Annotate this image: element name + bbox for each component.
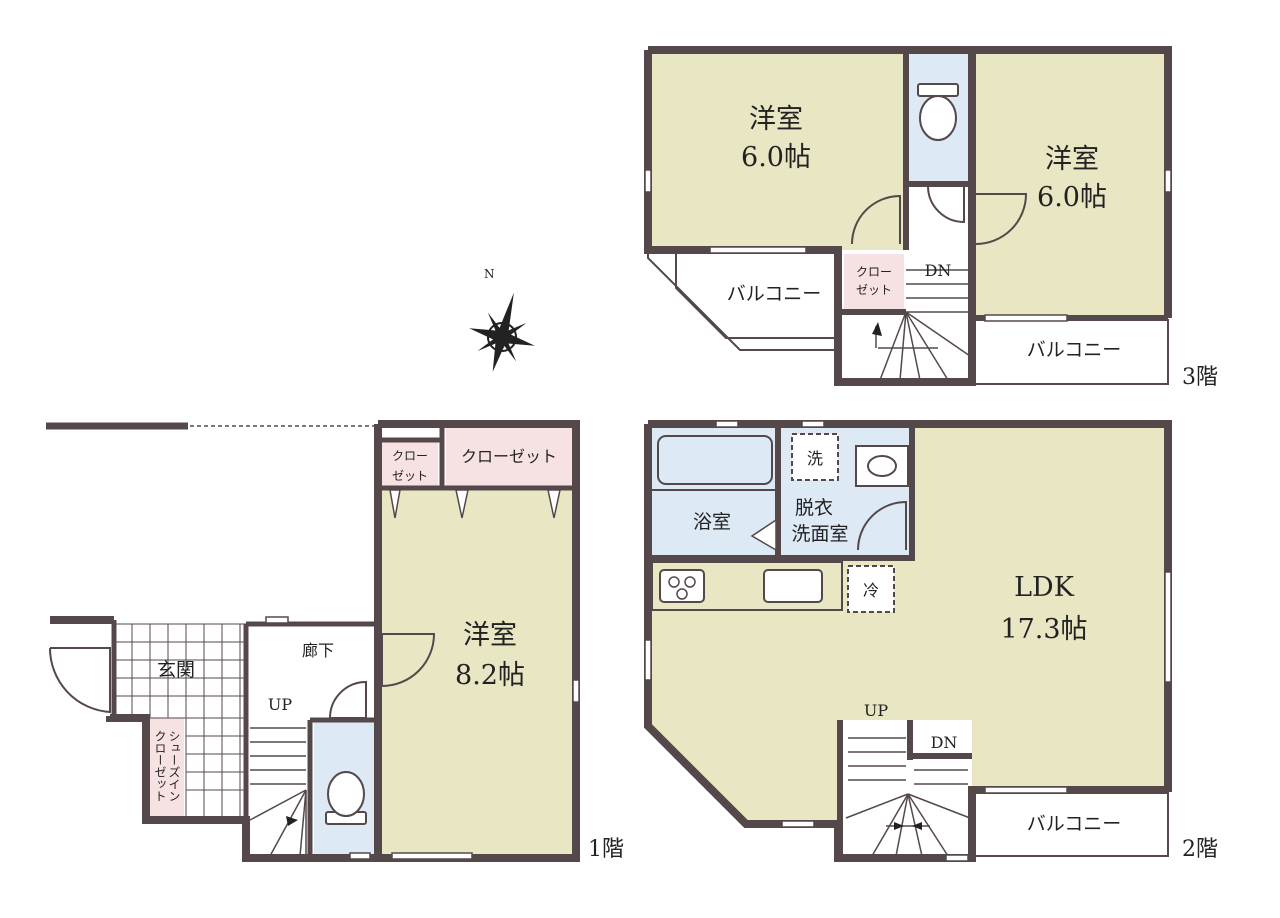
door-1f-room (381, 633, 436, 688)
closet-large-1f (446, 428, 572, 486)
ldk-2f (648, 426, 1168, 856)
stairs-up-2f: UP (864, 701, 888, 720)
room-1f-size: 8.2帖 (455, 660, 525, 691)
balcony-west-3f-label: バルコニー (727, 283, 822, 305)
compass-north-label: N (484, 267, 495, 281)
room-1f-name: 洋室 (463, 620, 517, 651)
shoes-closet-line1: シューズイン (167, 730, 181, 802)
washer-2f (791, 433, 839, 481)
door-1f-entrance (48, 647, 111, 714)
door-2f-bath (750, 518, 777, 552)
floor-3 (644, 46, 1172, 386)
windows-1f (265, 616, 580, 860)
door-1f-toilet (329, 680, 367, 719)
stairs-arrow-3f (872, 322, 882, 336)
stairs-3f (875, 269, 971, 381)
ldk-size: 17.3帖 (1000, 614, 1087, 645)
toilet-bowl-1f (327, 771, 365, 817)
floor-label-1f: 1階 (588, 837, 624, 862)
wall-2f-inner (648, 424, 972, 858)
door-3f-east (975, 193, 1028, 245)
compass-rose (469, 292, 535, 372)
balcony-east-3f (973, 319, 1169, 385)
kitchen-sink-2f (763, 569, 823, 603)
balcony-west-3f (647, 251, 838, 351)
floor-2 (644, 420, 1172, 862)
windows-2f (644, 420, 1172, 862)
stairs-up-1f: UP (268, 695, 292, 714)
washroom-line2: 洗面室 (791, 523, 848, 545)
door-3f-toilet (927, 185, 965, 224)
closet-3f-line2: ゼット (856, 283, 892, 297)
stairs-dn-3f: DN (925, 261, 952, 280)
wall-1f-inner (111, 428, 572, 858)
room-west-3f-size: 6.0帖 (741, 142, 811, 173)
stairs-arrow-2f (894, 822, 922, 830)
sink-bowl-2f (867, 455, 897, 477)
closet-small-1f-line2: ゼット (392, 469, 428, 483)
door-3f-west (851, 194, 901, 245)
closet-large-1f-label: クローゼット (461, 447, 557, 466)
sink-2f (855, 445, 909, 487)
stairs-arrow-1f (286, 816, 298, 826)
room-west-3f-name: 洋室 (749, 104, 803, 135)
windows-3f (644, 169, 1172, 322)
door-2f-wash (857, 500, 907, 551)
balcony-2f-label: バルコニー (1027, 813, 1122, 835)
closet-3f-line1: クロー (856, 265, 892, 279)
stove-2f (659, 569, 705, 603)
entrance-label: 玄関 (157, 659, 195, 681)
fridge-2f (847, 565, 895, 613)
stairs-dn-2f: DN (931, 733, 958, 752)
balcony-east-3f-label: バルコニー (1027, 339, 1122, 361)
floor-label-3f: 3階 (1182, 365, 1218, 390)
ldk-name: LDK (1014, 572, 1075, 603)
washer-mark: 洗 (807, 449, 823, 468)
room-east-3f (972, 50, 1168, 318)
room-east-3f-name: 洋室 (1045, 144, 1099, 175)
fridge-mark: 冷 (863, 581, 879, 600)
room-east-3f-size: 6.0帖 (1037, 182, 1107, 213)
bath-label: 浴室 (693, 511, 731, 533)
bathtub-2f (657, 435, 773, 485)
stairs-1f (249, 727, 307, 857)
toilet-bowl-3f (919, 95, 957, 141)
floor-1 (46, 420, 580, 862)
wall-3f-outer (644, 46, 1172, 386)
shoes-closet-1f (148, 718, 184, 818)
closet-doors-1f (389, 489, 561, 519)
balcony-2f (973, 791, 1169, 857)
stairs-2f (845, 737, 971, 857)
shoes-closet-line2: クローゼット (153, 730, 167, 802)
closet-3f (844, 254, 904, 310)
closet-small-1f (382, 442, 438, 486)
washroom-line1: 脱衣 (795, 497, 833, 519)
toilet-tank-3f (917, 83, 959, 97)
closet-small-1f-line1: クロー (392, 449, 428, 463)
wall-3f-inner (838, 50, 1168, 321)
floor-label-2f: 2階 (1182, 837, 1218, 862)
room-1f (380, 486, 574, 856)
hallway-label: 廊下 (302, 641, 334, 660)
